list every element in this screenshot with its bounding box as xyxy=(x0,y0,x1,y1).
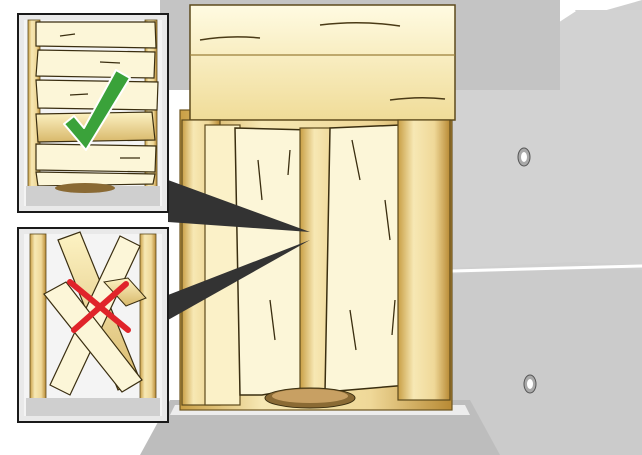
firewood-log xyxy=(205,125,240,405)
firewood-log xyxy=(36,22,156,48)
firewood-log xyxy=(36,50,155,78)
bolt-icon xyxy=(518,148,530,166)
firewood-log xyxy=(398,120,450,400)
callout-incorrect-loading xyxy=(18,228,168,422)
callout-correct-loading xyxy=(18,14,168,212)
bolt-icon xyxy=(524,375,536,393)
firewood-log-top xyxy=(190,5,455,120)
firewood-log xyxy=(325,125,408,392)
